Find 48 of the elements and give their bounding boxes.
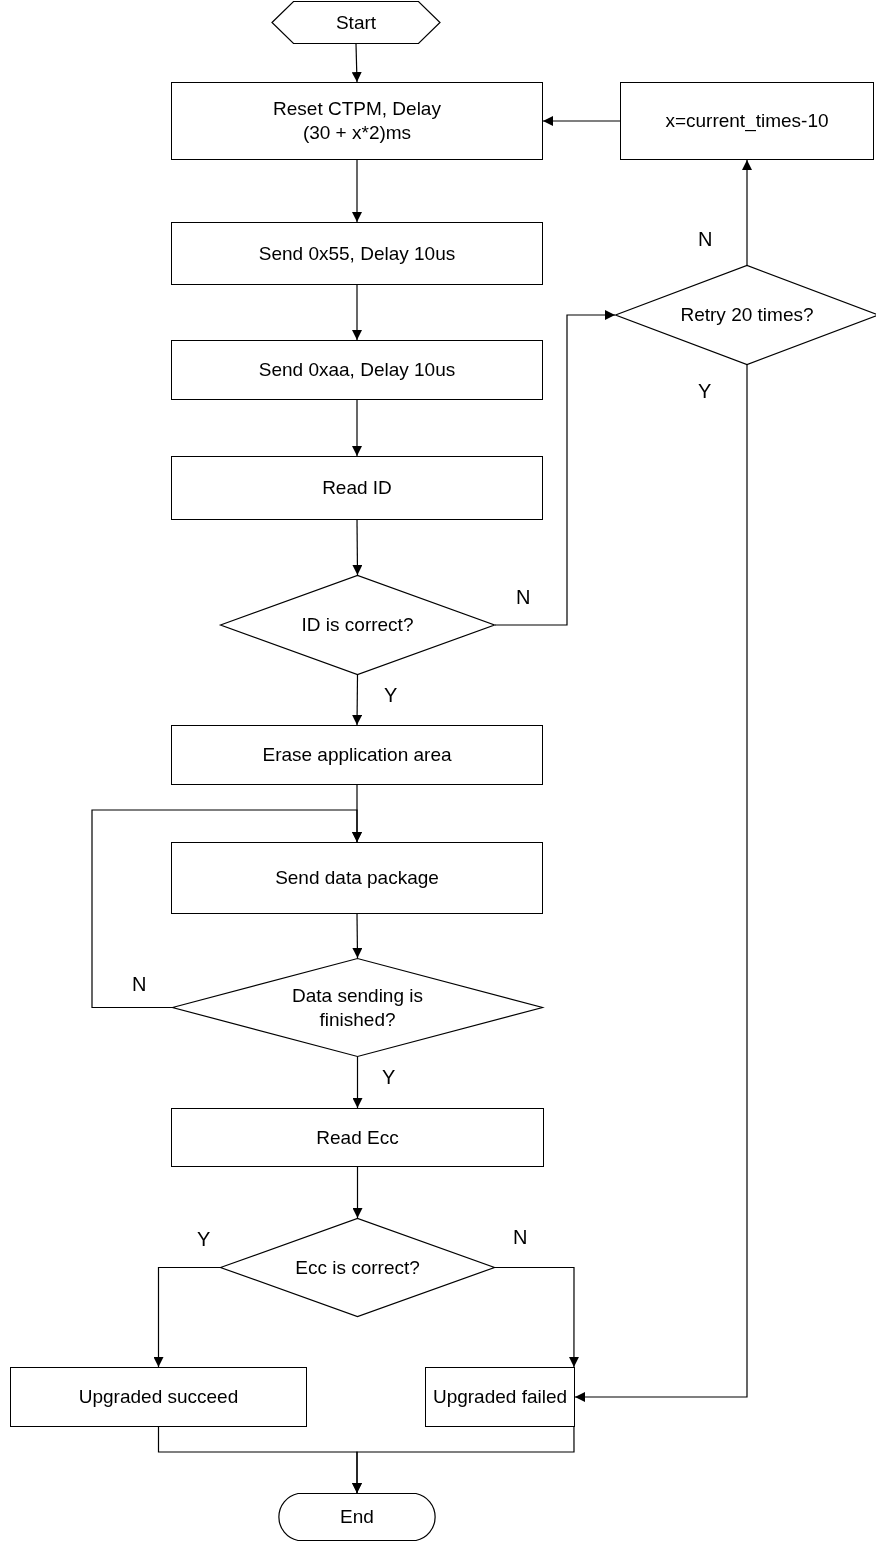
node-label: Ecc is correct? [295,1255,420,1280]
arrow [352,399,362,457]
process-box [425,1367,575,1427]
arrow [352,674,363,726]
node-label: Send 0x55, Delay 10us [258,241,456,266]
node-label: Data sending is finished? [291,983,424,1032]
arrow [153,1266,221,1368]
node-label: Send data package [275,866,439,890]
decision-diamond [220,1218,495,1317]
decision-diamond [615,265,876,365]
process-box [171,340,543,400]
arrow [352,284,362,341]
process-box [171,82,543,160]
arrow [352,1426,575,1494]
arrow [352,913,363,959]
node-label: Read ID [322,476,392,500]
arrow [574,364,748,1402]
node-label: Erase application area [262,743,452,767]
arrow [494,1266,579,1368]
node-label: Reset CTPM, Delay (30 + x*2)ms [272,97,442,145]
node-label: Upgraded failed [432,1385,568,1409]
node-label: Read Ecc [316,1125,399,1150]
process-box [171,1108,544,1167]
process-box [10,1367,307,1427]
arrow [542,116,621,126]
process-box [171,222,543,285]
node-label: Upgraded succeed [78,1385,239,1409]
node-label: x=current_times-10 [665,109,829,133]
arrow [742,159,752,266]
arrow [91,809,362,1009]
process-box [171,842,543,914]
node-label: Send 0xaa, Delay 10us [258,358,456,382]
arrow [352,1056,363,1109]
start-hexagon [272,1,440,44]
arrow [352,1166,363,1219]
arrow [352,159,362,223]
node-label: Start [335,10,377,35]
decision-diamond [172,958,543,1057]
process-box [620,82,874,160]
node-label: Retry 20 times? [680,303,814,327]
node-label: ID is correct? [301,613,414,637]
process-box [171,725,543,785]
node-label: End [340,1505,374,1529]
decision-diamond [220,575,495,675]
arrow [494,310,616,626]
arrow [351,43,362,83]
arrow [352,519,363,576]
process-box [171,456,543,520]
